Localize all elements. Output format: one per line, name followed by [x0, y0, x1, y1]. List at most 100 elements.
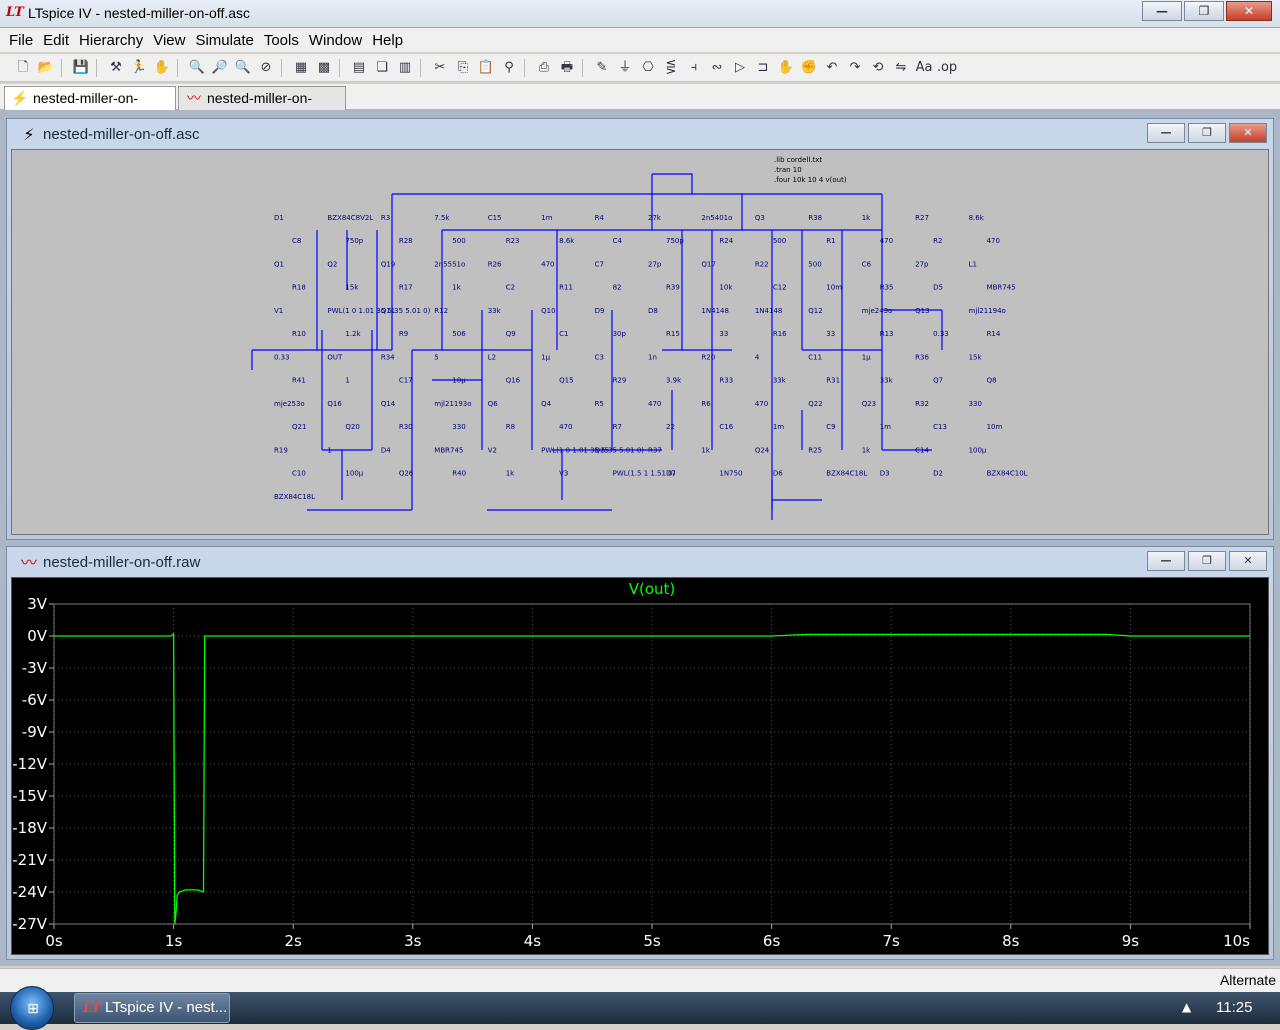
component-label[interactable]: Q19 [381, 260, 395, 268]
component-label[interactable]: D9 [595, 307, 605, 315]
component-label[interactable]: 2n5401o [701, 214, 732, 222]
component-label[interactable]: 330 [452, 423, 465, 431]
component-label[interactable]: 0.33 [933, 330, 949, 338]
component-label[interactable]: mjl21194o [969, 307, 1006, 315]
component-label[interactable]: 1.2k [345, 330, 361, 338]
component-label[interactable]: R36 [915, 353, 929, 361]
menu-tools[interactable]: Tools [263, 31, 299, 49]
component-label[interactable]: D6 [773, 470, 783, 478]
component-label[interactable]: 1 [345, 377, 349, 385]
component-label[interactable]: D3 [880, 470, 890, 478]
component-label[interactable]: 1k [862, 214, 871, 222]
print-setup-icon[interactable]: ⎙ [538, 59, 550, 75]
component-label[interactable]: R9 [399, 330, 408, 338]
autorange-icon[interactable]: ▦ [294, 59, 308, 75]
component-label[interactable]: C1 [559, 330, 568, 338]
component-label[interactable]: 22 [666, 423, 675, 431]
component-label[interactable]: 1μ [541, 353, 550, 361]
component-label[interactable]: R32 [915, 400, 929, 408]
component-label[interactable]: 470 [541, 260, 554, 268]
minimize-button[interactable]: — [1142, 1, 1182, 21]
taskbar-item-ltspice[interactable]: LT LTspice IV - nest... [74, 993, 230, 1023]
component-label[interactable]: C15 [488, 214, 502, 222]
component-label[interactable]: R31 [826, 377, 840, 385]
component-label[interactable]: 10m [826, 284, 842, 292]
tray-expand-icon[interactable]: ▲ [1182, 1000, 1192, 1014]
component-label[interactable]: Q20 [345, 423, 359, 431]
component-label[interactable]: 470 [559, 423, 572, 431]
component-label[interactable]: Q16 [506, 377, 521, 385]
component-label[interactable]: 33k [488, 307, 502, 315]
menu-file[interactable]: File [9, 31, 34, 49]
component-label[interactable]: 82 [613, 284, 622, 292]
ground-icon[interactable]: ⏚ [618, 59, 632, 75]
component-label[interactable]: D2 [933, 470, 943, 478]
component-label[interactable]: 15k [969, 353, 983, 361]
component-label[interactable]: D7 [666, 470, 676, 478]
component-label[interactable]: R25 [808, 446, 822, 454]
menu-simulate[interactable]: Simulate [195, 31, 254, 49]
component-label[interactable]: D4 [381, 446, 391, 454]
component-label[interactable]: 27p [648, 260, 662, 268]
cut-icon[interactable]: ✂ [434, 59, 446, 75]
component-label[interactable]: C16 [719, 423, 733, 431]
tab-waveform[interactable]: 〰 nested-miller-on-off.raw [178, 86, 346, 128]
component-label[interactable]: V1 [274, 307, 283, 315]
zoom-in-icon[interactable]: 🔍 [188, 59, 206, 75]
component-label[interactable]: 8.6k [559, 237, 575, 245]
component-label[interactable]: R10 [292, 330, 306, 338]
copy-icon[interactable]: ⎘ [457, 59, 469, 75]
component-label[interactable]: R40 [452, 470, 466, 478]
component-label[interactable]: 750p [666, 237, 684, 245]
component-label[interactable]: R19 [274, 446, 288, 454]
close-button[interactable]: ✕ [1226, 1, 1272, 21]
component-label[interactable]: R7 [613, 423, 622, 431]
component-label[interactable]: 1k [506, 470, 515, 478]
component-label[interactable]: 750p [345, 237, 363, 245]
component-label[interactable]: C11 [808, 353, 822, 361]
component-label[interactable]: R12 [434, 307, 448, 315]
save-icon[interactable]: 💾 [72, 59, 90, 75]
component-label[interactable]: 330 [969, 400, 982, 408]
component-label[interactable]: R38 [808, 214, 822, 222]
find-icon[interactable]: ⚲ [504, 59, 514, 75]
inductor-icon[interactable]: ∾ [711, 59, 723, 75]
component-label[interactable]: R26 [488, 260, 502, 268]
component-label[interactable]: Q24 [755, 446, 770, 454]
component-label[interactable]: Q3 [755, 214, 765, 222]
component-label[interactable]: R20 [701, 353, 715, 361]
menu-help[interactable]: Help [372, 31, 404, 49]
component-label[interactable]: C4 [613, 237, 623, 245]
component-label[interactable]: R33 [719, 377, 733, 385]
component-label[interactable]: 30p [613, 330, 627, 338]
component-label[interactable]: R4 [595, 214, 605, 222]
component-label[interactable]: 500 [773, 237, 786, 245]
component-label[interactable]: 27p [915, 260, 929, 268]
zoom-out-icon[interactable]: 🔍 [234, 59, 252, 75]
component-label[interactable]: C9 [826, 423, 835, 431]
component-label[interactable]: R11 [559, 284, 573, 292]
waveform-chart[interactable]: V(out) 3V0V-3V-6V-9V-12V-15V-18V-21V-24V… [12, 578, 1269, 955]
spice-directive[interactable]: .lib cordell.txt [774, 156, 822, 164]
component-label[interactable]: 10μ [452, 377, 466, 385]
component-label[interactable]: D5 [933, 284, 943, 292]
component-label[interactable]: 1N4148 [755, 307, 783, 315]
component-label[interactable]: Q9 [506, 330, 516, 338]
grid-icon[interactable]: ▩ [317, 59, 331, 75]
component-label[interactable]: BZX84C18L [274, 493, 315, 501]
component-label[interactable]: R2 [933, 237, 942, 245]
component-label[interactable]: C14 [915, 446, 929, 454]
component-label[interactable]: L2 [488, 353, 496, 361]
component-label[interactable]: C12 [773, 284, 787, 292]
rotate-icon[interactable]: ⟲ [872, 59, 884, 75]
restore-button[interactable]: ❐ [1188, 123, 1226, 143]
component-label[interactable]: MBR745 [434, 446, 463, 454]
redo-icon[interactable]: ↷ [849, 59, 861, 75]
component-label[interactable]: R35 [880, 284, 894, 292]
minimize-button[interactable]: — [1147, 551, 1185, 571]
menu-view[interactable]: View [153, 31, 186, 49]
component-label[interactable]: 27k [648, 214, 662, 222]
component-label[interactable]: D8 [648, 307, 658, 315]
component-label[interactable]: 1n [648, 353, 657, 361]
component-label[interactable]: R15 [666, 330, 680, 338]
